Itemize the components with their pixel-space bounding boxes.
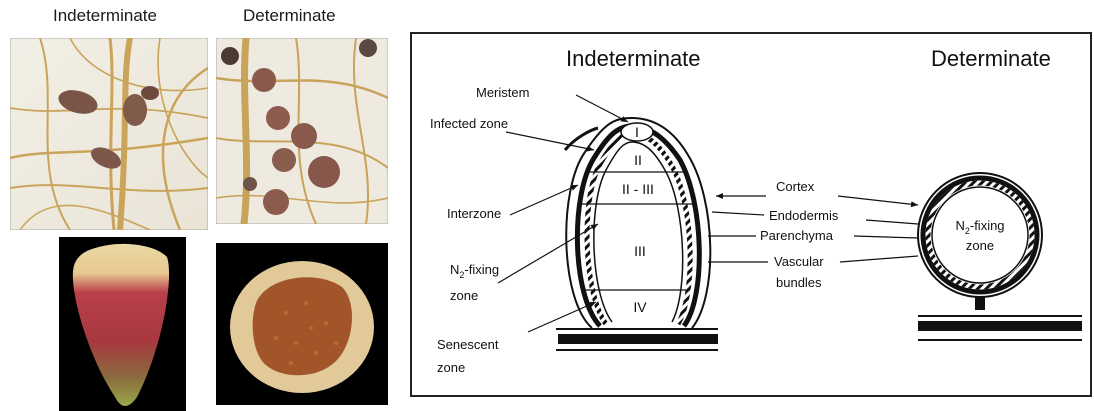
senescent-zone-label: Senescent — [437, 337, 499, 352]
meristem-label: Meristem — [476, 85, 529, 100]
diagram-title-indeterminate: Indeterminate — [566, 46, 701, 71]
zone-i-label: I — [635, 124, 639, 140]
zone-ii-label: II — [634, 152, 642, 168]
zone-iv-label: IV — [633, 299, 647, 315]
senescent-zone-label-line2: zone — [437, 360, 465, 375]
zone-iii-label: III — [634, 243, 646, 259]
interzone-label: Interzone — [447, 206, 501, 221]
n2-fixing-zone-label-line2: zone — [450, 288, 478, 303]
diagram-title-determinate: Determinate — [931, 46, 1051, 71]
vascular-bundles-label: Vascular — [774, 254, 824, 269]
determinate-n2-fixing-label-line2: zone — [966, 238, 994, 253]
zone-ii-iii-label: II - III — [622, 181, 654, 197]
endodermis-label: Endodermis — [769, 208, 839, 223]
cortex-label: Cortex — [776, 179, 815, 194]
vascular-bundles-label-line2: bundles — [776, 275, 822, 290]
parenchyma-label: Parenchyma — [760, 228, 834, 243]
infected-zone-label: Infected zone — [430, 116, 508, 131]
